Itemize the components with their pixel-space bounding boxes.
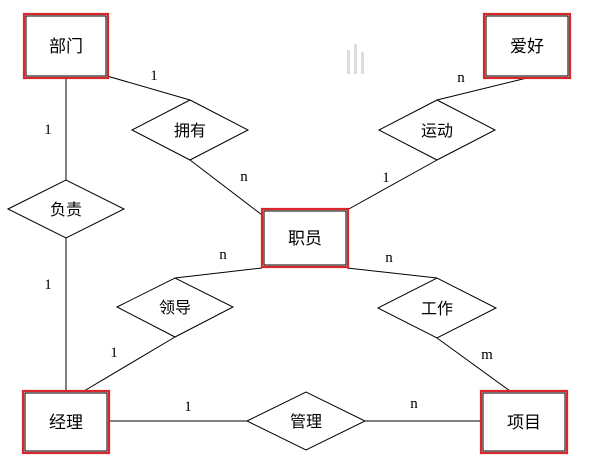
line-lead-employee	[174, 267, 263, 279]
cardinality-responsible-manager: 1	[44, 277, 52, 293]
entity-hobby-box	[485, 15, 569, 77]
relationship-responsible[interactable]: 负责	[6, 179, 126, 239]
relationship-lead-diamond	[115, 277, 235, 338]
entity-hobby-label: 爱好	[510, 37, 544, 57]
cardinality-dept-own: 1	[150, 68, 158, 84]
relationship-work-label: 工作	[421, 299, 453, 318]
entity-employee-box	[263, 210, 347, 266]
entity-hobby[interactable]: 爱好	[482, 12, 572, 80]
entity-dept-label: 部门	[49, 37, 83, 57]
line-work-employee	[346, 267, 438, 279]
line-hobby-sport	[436, 77, 528, 101]
relationship-manage-label: 管理	[290, 412, 322, 431]
relationship-sport-label: 运动	[421, 121, 453, 140]
entity-employee-highlight	[260, 207, 350, 269]
entity-project[interactable]: 项目	[479, 389, 569, 455]
entity-manager-highlight	[21, 389, 111, 455]
line-work-project	[436, 337, 511, 392]
relationship-sport-diamond	[377, 99, 497, 161]
relationship-responsible-label: 负责	[50, 200, 82, 219]
entity-employee-label: 职员	[288, 229, 322, 249]
entity-dept-highlight	[22, 12, 110, 80]
line-dept-own	[106, 75, 191, 101]
cardinality-sport-employee: 1	[382, 170, 390, 186]
entity-project-box	[482, 392, 566, 452]
entity-project-label: 项目	[507, 413, 541, 433]
entity-manager-label: 经理	[49, 413, 83, 433]
line-sport-employee	[346, 159, 438, 211]
relationship-work[interactable]: 工作	[376, 277, 498, 339]
cardinality-hobby-sport: n	[457, 70, 465, 86]
cardinality-work-project: m	[481, 347, 493, 363]
entity-dept[interactable]: 部门	[22, 12, 110, 80]
cardinality-labels: 1 n n 1 1 1 n 1 n m 1 n	[44, 68, 493, 415]
cardinality-work-employee: n	[385, 250, 393, 266]
watermark	[347, 44, 364, 74]
entity-employee[interactable]: 职员	[260, 207, 350, 269]
cardinality-lead-employee: n	[219, 247, 227, 263]
relationship-manage-diamond	[245, 391, 367, 451]
entity-dept-box	[25, 15, 107, 77]
cardinality-manage-manager: 1	[184, 399, 192, 415]
relationship-responsible-diamond	[6, 179, 126, 239]
relationship-lead-label: 领导	[159, 298, 191, 317]
relationship-own-label: 拥有	[174, 121, 206, 140]
entity-manager[interactable]: 经理	[21, 389, 111, 455]
relationship-sport[interactable]: 运动	[377, 99, 497, 161]
connector-lines	[65, 75, 528, 422]
relationship-own[interactable]: 拥有	[130, 99, 250, 161]
relationship-lead[interactable]: 领导	[115, 277, 235, 338]
entity-hobby-highlight	[482, 12, 572, 80]
line-own-employee	[189, 159, 263, 216]
cardinality-own-employee: n	[240, 169, 248, 185]
cardinality-dept-responsible: 1	[44, 122, 52, 138]
relationship-manage[interactable]: 管理	[245, 391, 367, 451]
entity-manager-box	[24, 392, 108, 452]
relationship-own-diamond	[130, 99, 250, 161]
entity-project-highlight	[479, 389, 569, 455]
line-lead-manager	[83, 336, 176, 392]
relationship-work-diamond	[376, 277, 498, 339]
cardinality-manage-project: n	[410, 396, 418, 412]
cardinality-lead-manager: 1	[110, 345, 118, 361]
